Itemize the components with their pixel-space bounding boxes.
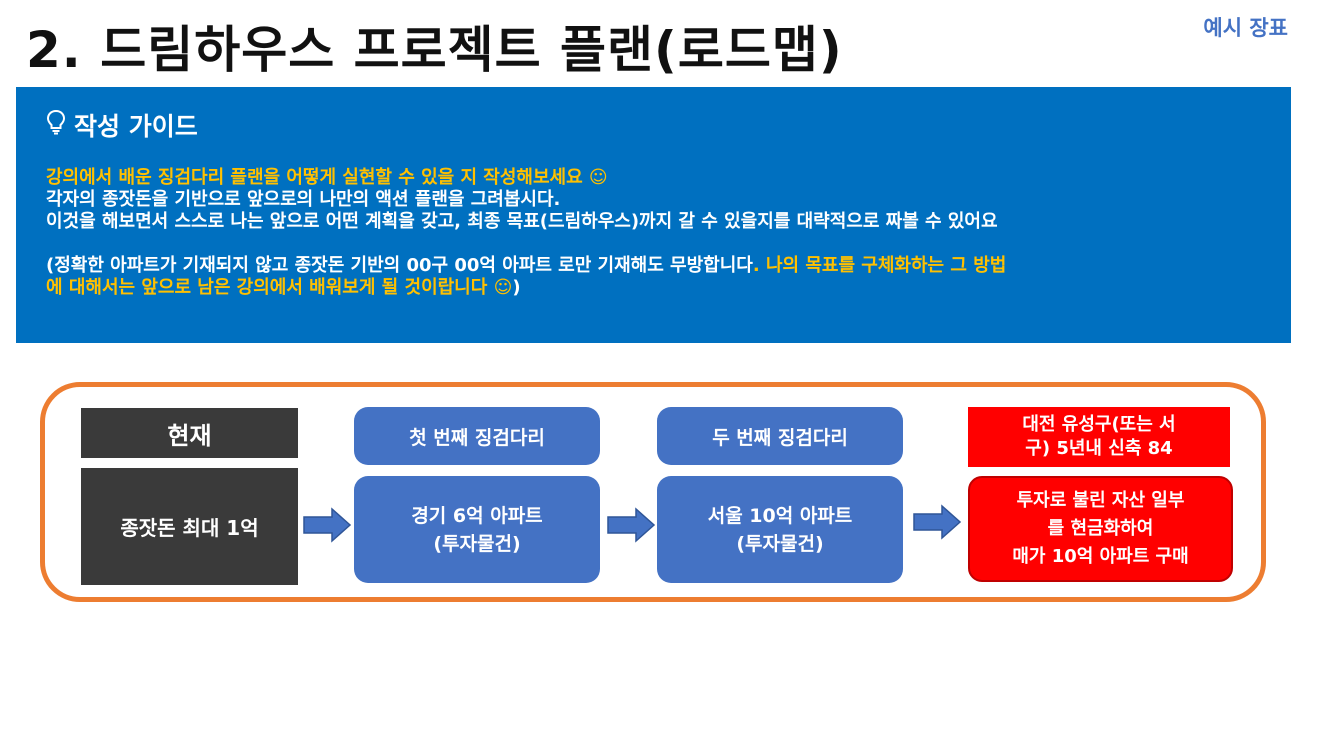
arrow-right-icon (913, 504, 962, 540)
guide-line-1: 강의에서 배운 징검다리 플랜을 어떻게 실현할 수 있을 지 작성해보세요 ☺ (46, 167, 608, 188)
step1-label: 첫 번째 징검다리 (409, 426, 545, 449)
guide-line-4-yellow: . 나의 목표를 구체화하는 그 방법 (752, 255, 1007, 276)
roadmap-frame (40, 382, 1266, 602)
goal-value-line1: 투자로 불린 자산 일부 (1016, 490, 1185, 511)
step2-label: 두 번째 징검다리 (712, 426, 848, 449)
guide-header: 작성 가이드 (46, 107, 198, 143)
guide-line-4-white: (정확한 아파트가 기재되지 않고 종잣돈 기반의 00구 00억 아파트 로만… (46, 255, 753, 276)
guide-line-3: 이것을 해보면서 스스로 나는 앞으로 어떤 계획을 갖고, 최종 목표(드림하… (46, 211, 998, 232)
goal-label-box: 대전 유성구(또는 서 구) 5년내 신축 84 (968, 407, 1230, 467)
step2-label-box: 두 번째 징검다리 (657, 407, 903, 465)
goal-label-line2: 구) 5년내 신축 84 (1025, 438, 1173, 459)
goal-value-box: 투자로 불린 자산 일부 를 현금화하여 매가 10억 아파트 구매 (968, 476, 1233, 582)
step2-value-line2: (투자물건) (736, 532, 824, 555)
step1-label-box: 첫 번째 징검다리 (354, 407, 600, 465)
guide-title: 작성 가이드 (74, 112, 198, 141)
step1-value-box: 경기 6억 아파트 (투자물건) (354, 476, 600, 583)
guide-line-5: 에 대해서는 앞으로 남은 강의에서 배워보게 될 것이랍니다 ☺) (46, 277, 1291, 299)
goal-label-line1: 대전 유성구(또는 서 (1022, 414, 1176, 435)
step2-value-box: 서울 10억 아파트 (투자물건) (657, 476, 903, 583)
guide-line-5-white: ) (512, 277, 521, 298)
guide-line-4: (정확한 아파트가 기재되지 않고 종잣돈 기반의 00구 00억 아파트 로만… (46, 255, 1291, 277)
current-label-box: 현재 (81, 408, 298, 458)
guide-line-2: 각자의 종잣돈을 기반으로 앞으로의 나만의 액션 플랜을 그려봅시다. (46, 189, 561, 210)
arrow-right-icon (607, 507, 656, 543)
arrow-right-icon (303, 507, 352, 543)
goal-value-line3: 매가 10억 아파트 구매 (1012, 546, 1189, 567)
step1-value-line2: (투자물건) (433, 532, 521, 555)
lightbulb-icon (46, 109, 66, 141)
current-value: 종잣돈 최대 1억 (120, 516, 259, 540)
example-tag: 예시 장표 (1203, 16, 1288, 40)
step2-value-line1: 서울 10억 아파트 (707, 504, 853, 527)
guide-panel: 작성 가이드 강의에서 배운 징검다리 플랜을 어떻게 실현할 수 있을 지 작… (16, 87, 1291, 343)
current-label: 현재 (167, 421, 212, 450)
guide-line-5-yellow: 에 대해서는 앞으로 남은 강의에서 배워보게 될 것이랍니다 ☺ (46, 277, 513, 298)
current-value-box: 종잣돈 최대 1억 (81, 468, 298, 585)
guide-text: 강의에서 배운 징검다리 플랜을 어떻게 실현할 수 있을 지 작성해보세요 ☺… (46, 167, 1291, 299)
page-title: 2. 드림하우스 프로젝트 플랜(로드맵) (26, 21, 843, 79)
step1-value-line1: 경기 6억 아파트 (411, 504, 543, 527)
goal-value-line2: 를 현금화하여 (1047, 518, 1154, 539)
